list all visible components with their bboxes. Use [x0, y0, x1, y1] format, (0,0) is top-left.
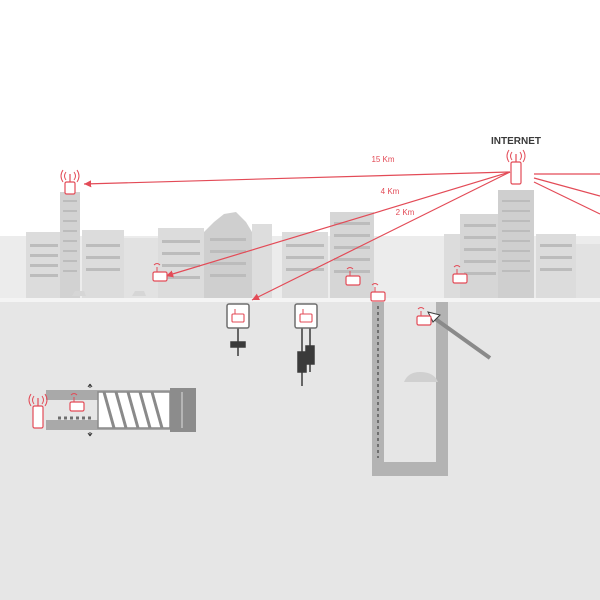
car-icon — [474, 291, 488, 296]
building-sensor-icon — [345, 267, 361, 286]
shaft-sensor-icon — [370, 283, 386, 302]
link-2km — [251, 171, 511, 301]
car-icon — [72, 291, 86, 296]
street-surface — [0, 296, 600, 302]
offpage-link — [533, 181, 600, 215]
car-icon — [332, 291, 346, 296]
building-windows — [30, 200, 572, 279]
inclined-probe — [432, 316, 492, 360]
distance-label-15km: 15 Km — [371, 155, 394, 164]
car-icon — [404, 372, 438, 382]
city-skyline — [0, 190, 600, 298]
radio-links — [83, 171, 600, 301]
link-15km — [83, 171, 511, 188]
link-4km — [165, 171, 511, 278]
piezometer-datalogger-icon — [294, 303, 318, 329]
car-icon — [132, 291, 146, 296]
offpage-link — [533, 177, 600, 197]
street-sensor-icon — [152, 263, 168, 282]
tunnel-boring-machine — [46, 383, 196, 437]
internet-gateway-antenna-icon — [506, 149, 526, 185]
distance-label-4km: 4 Km — [381, 187, 400, 196]
rooftop-gateway-antenna-icon — [60, 169, 80, 195]
borehole-datalogger-icon — [226, 303, 250, 329]
inclinometer-sensor-icon — [416, 307, 432, 326]
deep-shaft — [372, 302, 448, 476]
device-layer — [28, 149, 526, 429]
borehole-sensors — [230, 326, 315, 386]
internet-label: INTERNET — [491, 136, 541, 147]
tunnel-sensor-icon — [69, 393, 85, 412]
facade-sensor-icon — [452, 265, 468, 284]
tunnel-gateway-antenna-icon — [28, 393, 48, 429]
street-cars — [72, 291, 488, 296]
distance-label-2km: 2 Km — [396, 208, 415, 217]
underground — [0, 300, 600, 600]
